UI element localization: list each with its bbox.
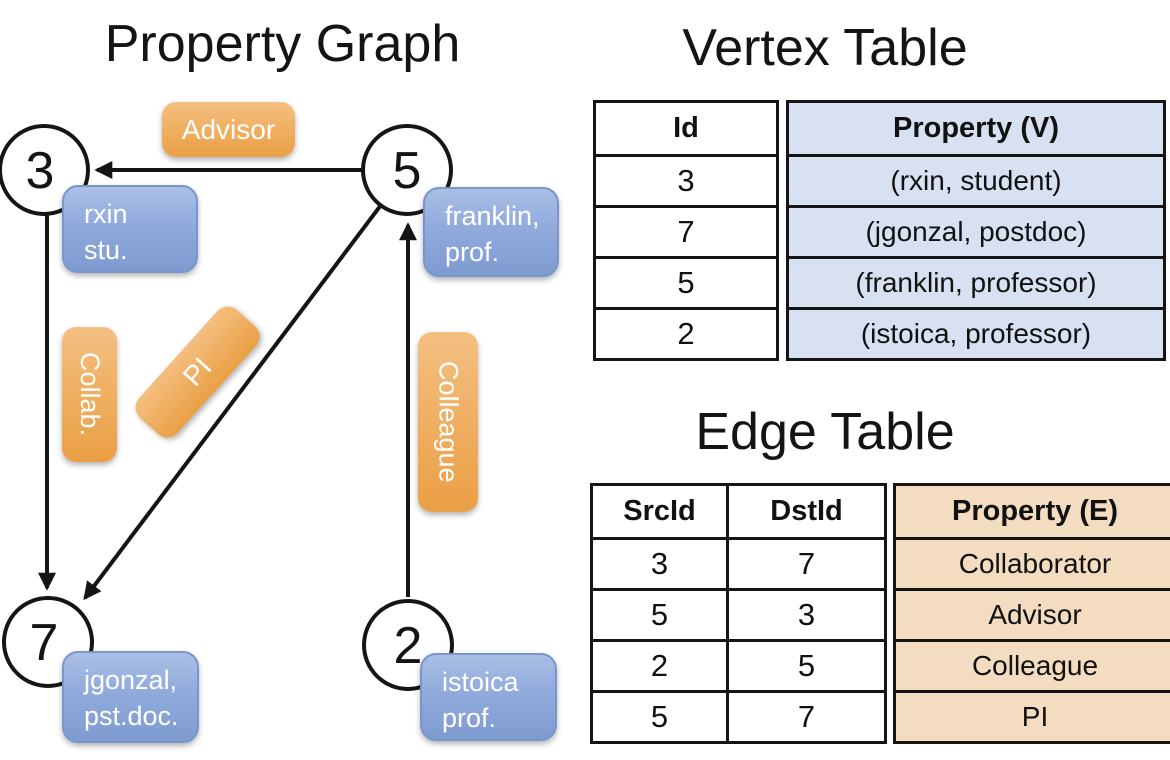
edge-table-title: Edge Table	[695, 403, 955, 461]
edge-dstid-cell: 7	[726, 690, 887, 744]
edge-dstid-header: DstId	[726, 483, 887, 540]
edge-property-cell: PI	[893, 690, 1170, 744]
node-2-property-box: istoica prof.	[420, 653, 557, 741]
edge-label-collab: Collab.	[62, 327, 117, 462]
vertex-id-cell: 5	[593, 256, 779, 310]
edge-label-advisor: Advisor	[162, 102, 295, 157]
edge-srcid-cell: 5	[590, 588, 729, 642]
vertex-property-cell: (franklin, professor)	[786, 256, 1166, 310]
edge-srcid-cell: 5	[590, 690, 729, 744]
vertex-id-table: Id 3 7 5 2	[593, 100, 779, 361]
edge-property-cell: Colleague	[893, 639, 1170, 693]
node-3-property-line2: stu.	[84, 234, 128, 265]
node-2-property-line1: istoica	[442, 667, 519, 697]
edge-table: SrcId DstId 3 7 5 3 2 5 5 7 Property (E)…	[590, 483, 1170, 744]
edge-dstid-cell: 3	[726, 588, 887, 642]
vertex-property-table: Property (V) (rxin, student) (jgonzal, p…	[786, 100, 1166, 361]
node-3-property-line1: rxin	[84, 199, 128, 229]
property-graph-title: Property Graph	[104, 15, 461, 73]
vertex-property-cell: (jgonzal, postdoc)	[786, 205, 1166, 259]
edge-srcid-header: SrcId	[590, 483, 729, 540]
edge-label-colleague: Colleague	[418, 332, 478, 512]
edge-property-table: Property (E) Collaborator Advisor Collea…	[893, 483, 1170, 744]
edge-srcid-cell: 2	[590, 639, 729, 693]
node-5-id: 5	[393, 142, 422, 200]
edge-srcid-cell: 3	[590, 537, 729, 591]
node-2-property-line2: prof.	[442, 702, 497, 733]
node-7-id: 7	[30, 614, 59, 672]
vertex-property-cell: (istoica, professor)	[786, 307, 1166, 361]
vertex-id-cell: 2	[593, 307, 779, 361]
node-7-property-line1: jgonzal,	[84, 665, 178, 695]
node-5-property-line2: prof.	[445, 236, 500, 267]
edge-id-table: SrcId DstId 3 7 5 3 2 5 5 7	[590, 483, 887, 744]
edge-dstid-cell: 7	[726, 537, 887, 591]
vertex-id-cell: 3	[593, 154, 779, 208]
node-7-property-box: jgonzal, pst.doc.	[62, 651, 199, 743]
node-3-property-box: rxin stu.	[62, 185, 198, 273]
node-5-property-line1: franklin,	[445, 201, 540, 231]
node-7-property-line2: pst.doc.	[84, 700, 179, 731]
edge-property-cell: Collaborator	[893, 537, 1170, 591]
vertex-property-cell: (rxin, student)	[786, 154, 1166, 208]
vertex-table: Id 3 7 5 2 Property (V) (rxin, student) …	[593, 100, 1166, 361]
edge-pi-5-to-7	[83, 203, 383, 601]
vertex-table-title: Vertex Table	[682, 19, 968, 77]
vertex-id-cell: 7	[593, 205, 779, 259]
node-5-property-box: franklin, prof.	[423, 187, 559, 277]
edge-property-cell: Advisor	[893, 588, 1170, 642]
edge-property-header: Property (E)	[893, 483, 1170, 540]
node-2-id: 2	[394, 617, 423, 675]
vertex-property-header: Property (V)	[786, 100, 1166, 157]
vertex-id-header: Id	[593, 100, 779, 157]
edge-dstid-cell: 5	[726, 639, 887, 693]
node-3-id: 3	[26, 142, 55, 200]
